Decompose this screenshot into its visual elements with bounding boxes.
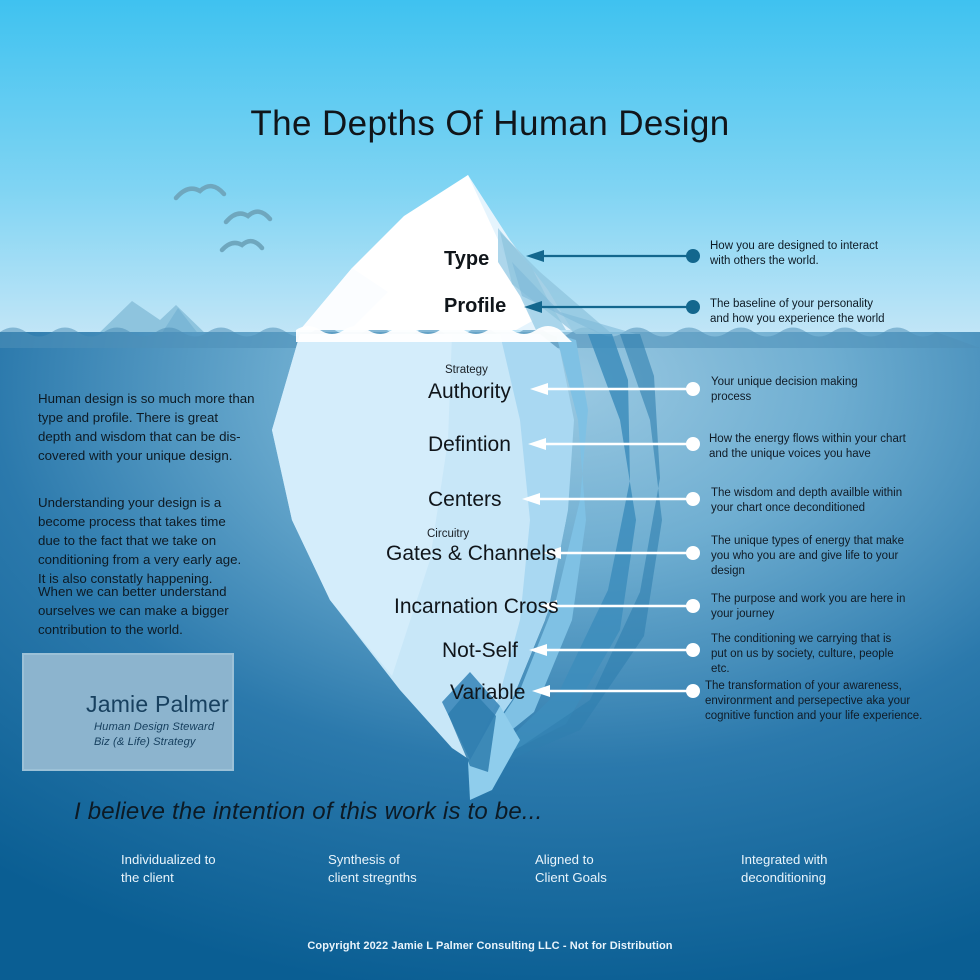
callout-arrow-incarnation-cross (539, 599, 700, 613)
iceberg-foam-line (296, 326, 572, 342)
logo-tagline-1: Human Design Steward (94, 721, 215, 733)
iceberg-label-incarnation-cross: Incarnation Cross (394, 595, 559, 618)
logo-name: Jamie Palmer (86, 691, 229, 717)
callout-text-variable: The transformation of your awareness, en… (705, 680, 923, 722)
iceberg-above-water (300, 175, 636, 334)
callout-text-defintion: How the energy flows within your chart a… (709, 433, 906, 460)
callout-arrow-profile (524, 300, 700, 314)
footer-column-2: Synthesis of client stregnths (328, 852, 417, 886)
iceberg-label-gates-channels: Gates & Channels (386, 542, 557, 565)
callout-text-centers: The wisdom and depth availble within you… (711, 487, 903, 514)
callout-text-gates-channels: The unique types of energy that make you… (711, 535, 905, 577)
iceberg-label-not-self: Not-Self (442, 639, 518, 662)
iceberg-label-centers: Centers (428, 488, 502, 511)
seagull-icon (173, 184, 273, 253)
iceberg-label-type: Type (444, 248, 490, 270)
callout-arrows-below (522, 382, 700, 698)
callout-arrow-not-self (529, 643, 700, 657)
callout-arrow-gates-channels (543, 546, 700, 560)
intro-paragraph-1: Human design is so much more than type a… (38, 391, 255, 463)
intro-paragraph-2: Understanding your design is a become pr… (38, 495, 242, 586)
logo-tagline-2: Biz (& Life) Strategy (94, 736, 196, 748)
callout-text-incarnation-cross: The purpose and work you are here in you… (711, 593, 906, 620)
intro-paragraph-3: When we can better understand ourselves … (38, 584, 229, 637)
callout-text-profile: The baseline of your personality and how… (710, 298, 885, 325)
iceberg-label-profile: Profile (444, 295, 507, 317)
callout-arrow-centers (522, 492, 700, 506)
iceberg-sublabel-strategy: Strategy (445, 364, 488, 376)
callout-arrow-authority (530, 382, 700, 396)
iceberg-submerged (272, 334, 662, 800)
footer-column-1: Individualized to the client (121, 852, 216, 886)
page-title: The Depths Of Human Design (250, 104, 730, 143)
iceberg-label-defintion: Defintion (428, 433, 511, 456)
copyright-notice: Copyright 2022 Jamie L Palmer Consulting… (307, 940, 673, 952)
callout-text-not-self: The conditioning we carrying that is put… (711, 633, 894, 675)
callout-arrow-variable (532, 684, 700, 698)
iceberg-label-authority: Authority (428, 380, 511, 403)
callout-text-type: How you are designed to interact with ot… (710, 240, 879, 267)
callout-arrow-defintion (528, 437, 700, 451)
footer-column-3: Aligned to Client Goals (535, 852, 607, 886)
callout-text-authority: Your unique decision making process (711, 376, 858, 403)
footer-column-4: Integrated with deconditioning (741, 852, 828, 886)
logo-card: Jamie Palmer Human Design Steward Biz (&… (22, 653, 234, 771)
callout-arrow-type (526, 249, 700, 263)
iceberg-label-variable: Variable (450, 681, 526, 704)
callout-arrows-above (524, 249, 700, 314)
tagline: I believe the intention of this work is … (74, 798, 543, 825)
iceberg-sublabel-circuitry: Circuitry (427, 528, 470, 540)
